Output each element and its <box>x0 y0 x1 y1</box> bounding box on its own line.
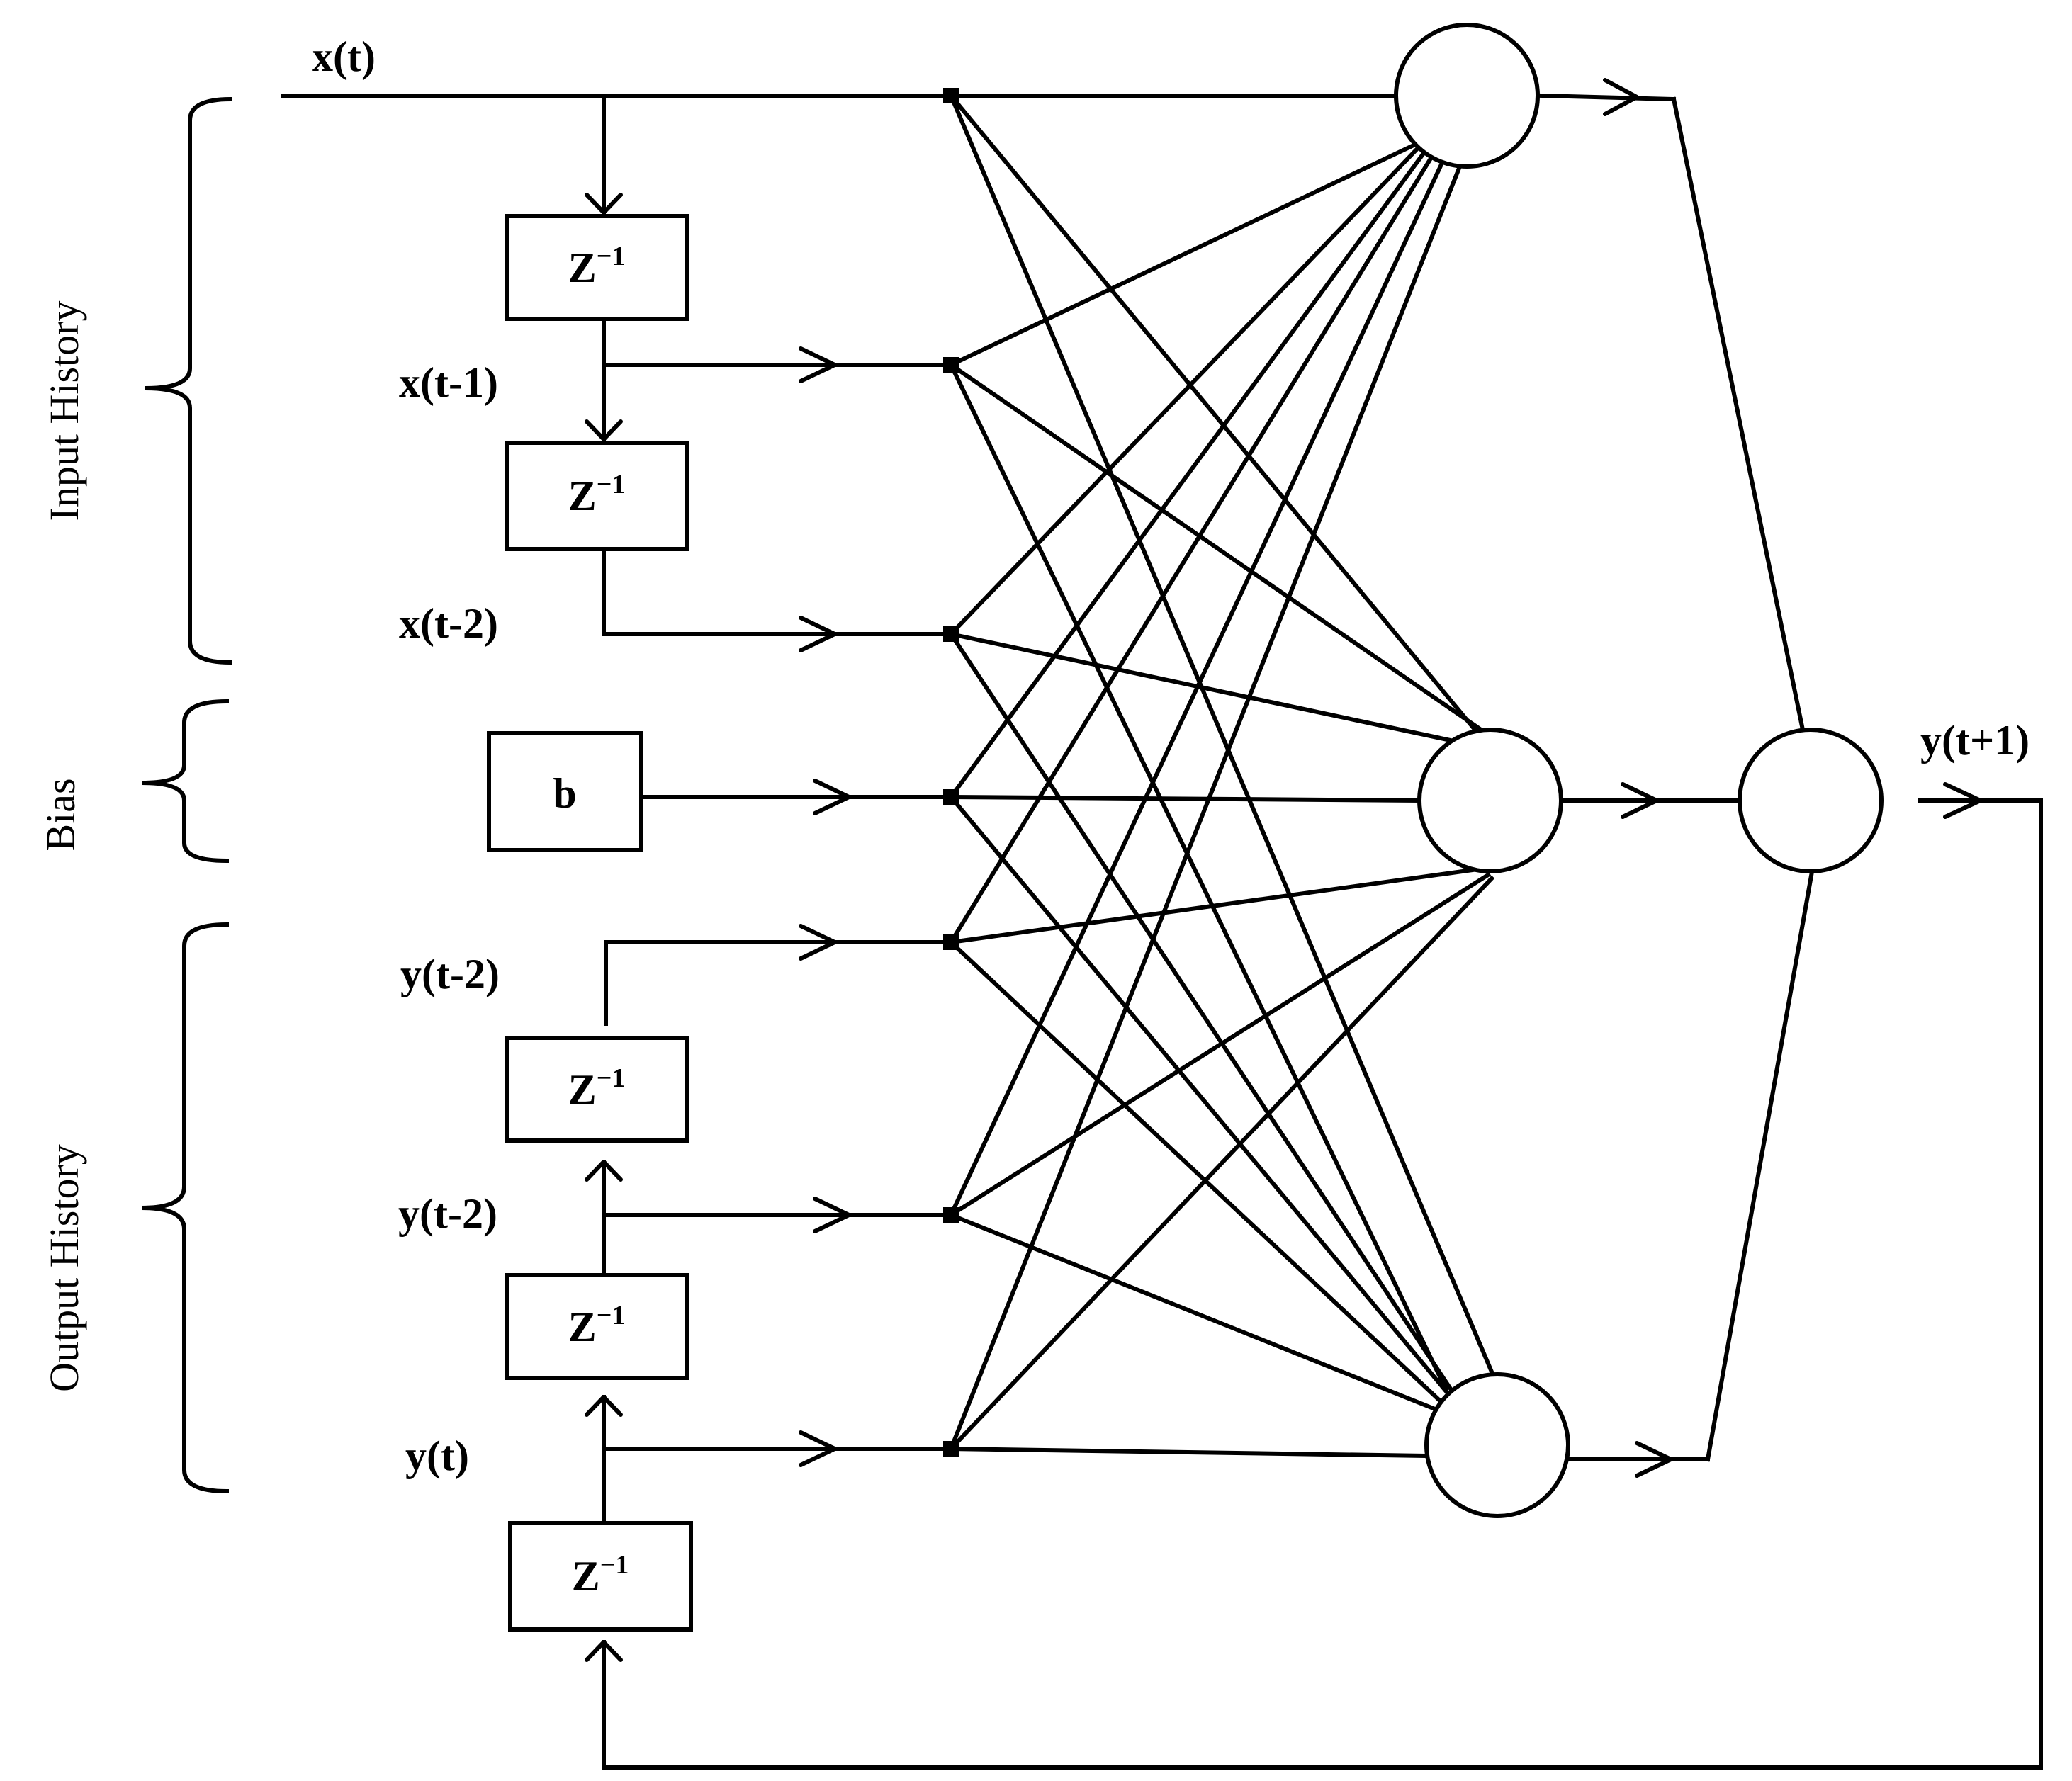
label-y-t: y(t) <box>405 1432 469 1479</box>
svg-text:Z−1: Z−1 <box>568 1301 626 1350</box>
input-history-label: Input History <box>41 301 87 521</box>
svg-text:b: b <box>553 770 576 817</box>
delay-block-y-1: Z−1 <box>505 1036 689 1143</box>
delay-block-x-2: Z−1 <box>505 441 689 551</box>
output-neuron <box>1738 728 1884 873</box>
hidden-neuron-1 <box>1394 23 1540 169</box>
bias-label: Bias <box>38 778 84 851</box>
label-x-t-1: x(t-1) <box>399 359 498 406</box>
input-history-brace <box>145 96 233 665</box>
output-history-brace <box>141 922 230 1494</box>
delay-block-x-1: Z−1 <box>505 214 689 321</box>
hidden-neuron-3 <box>1424 1372 1570 1518</box>
delay-block-y-3: Z−1 <box>508 1521 693 1632</box>
input-nodes <box>943 88 959 1457</box>
bias-line <box>639 779 952 815</box>
label-y-t-2-top: y(t-2) <box>400 951 500 997</box>
node-x-t-1 <box>943 357 959 373</box>
node-y-t-2-mid <box>943 1207 959 1223</box>
bias-brace <box>141 699 230 864</box>
delay-block-y-2: Z−1 <box>505 1273 689 1380</box>
input-delay-line <box>281 94 1402 652</box>
node-x-t <box>943 88 959 103</box>
svg-text:Z−1: Z−1 <box>568 242 626 291</box>
output-delay-line <box>585 924 952 1770</box>
hidden-to-output-links <box>1538 78 1983 1478</box>
bias-block: b <box>487 731 643 852</box>
input-to-hidden-weights <box>947 92 1502 1459</box>
feedback-loop <box>602 798 2043 1770</box>
output-history-label: Output History <box>41 1144 87 1392</box>
svg-text:Z−1: Z−1 <box>568 1063 626 1113</box>
label-y-t-plus-1: y(t+1) <box>1920 717 2029 764</box>
svg-text:Z−1: Z−1 <box>572 1550 629 1600</box>
svg-text:Z−1: Z−1 <box>568 470 626 519</box>
node-x-t-2 <box>943 626 959 642</box>
label-y-t-2-mid: y(t-2) <box>398 1190 497 1237</box>
label-x-t-2: x(t-2) <box>399 600 498 647</box>
node-bias <box>943 789 959 805</box>
label-x-t: x(t) <box>312 33 376 80</box>
node-y-t-2-top <box>943 934 959 950</box>
hidden-neuron-2 <box>1417 728 1563 873</box>
node-y-t <box>943 1441 959 1457</box>
